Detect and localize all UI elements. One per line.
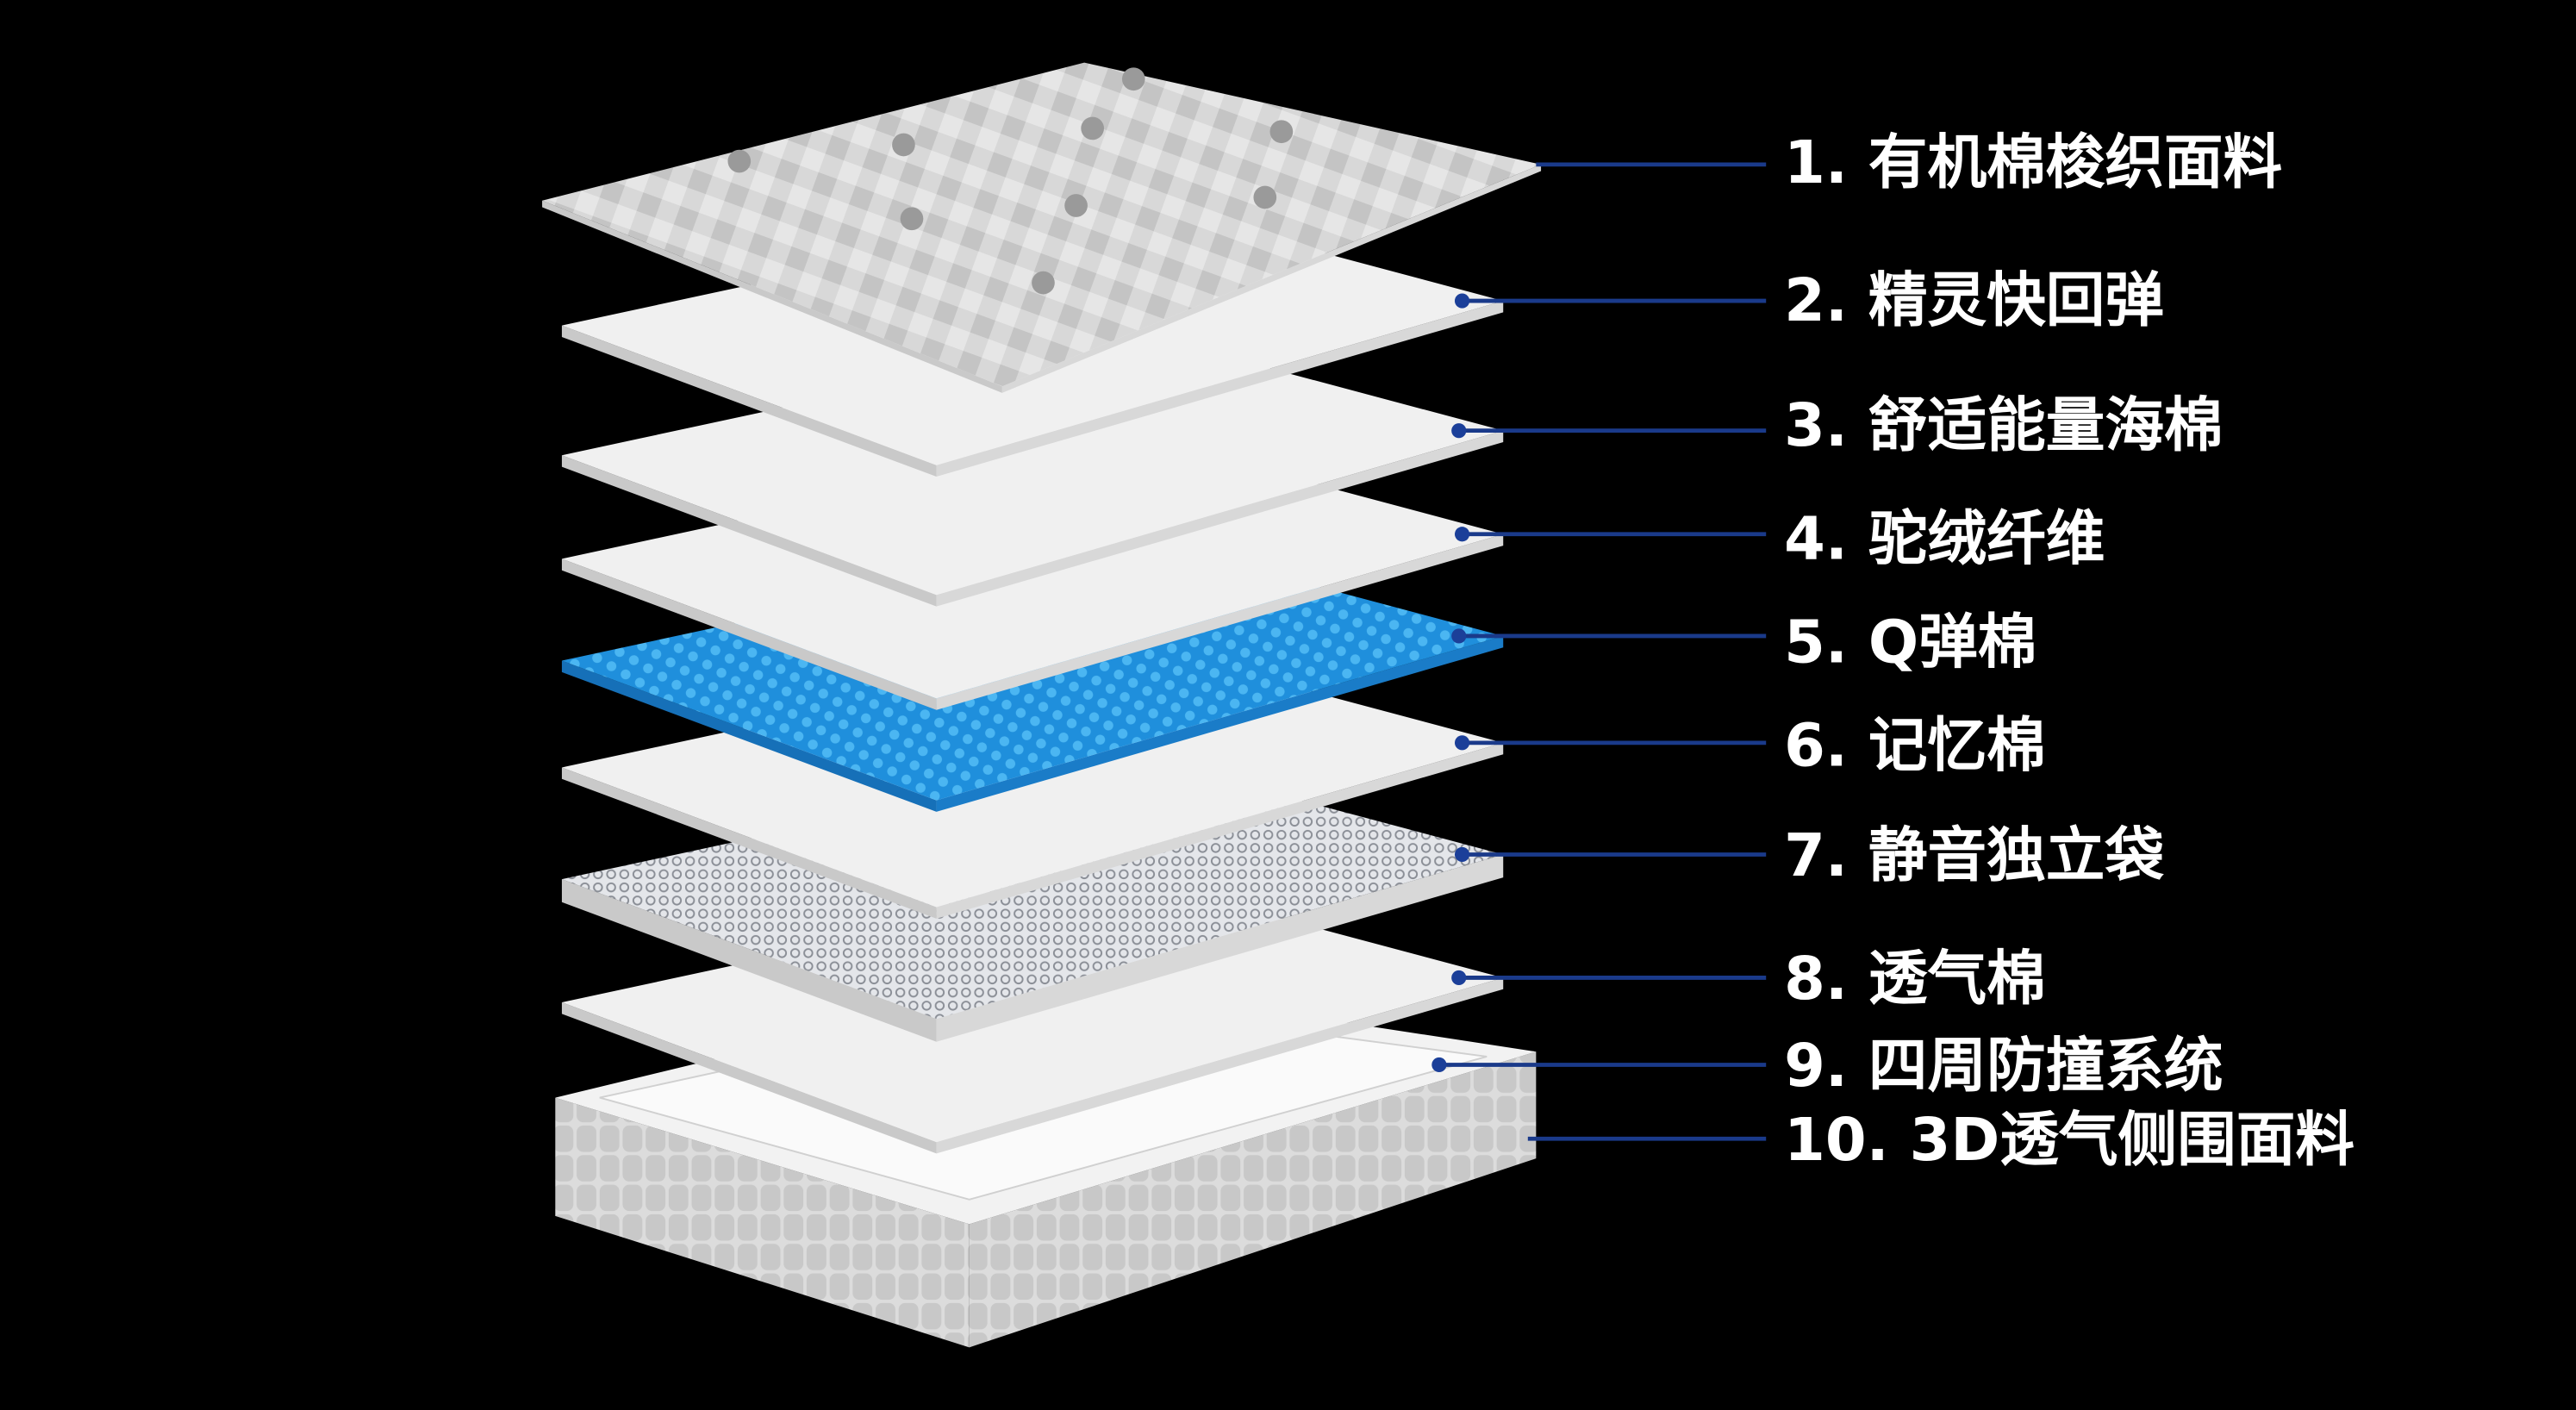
tuft-button: [900, 207, 924, 231]
tuft-button: [727, 149, 752, 173]
leader-dot-icon: [1451, 423, 1467, 439]
layer-label: 9. 四周防撞系统: [1784, 1032, 2223, 1101]
layer-label: 3. 舒适能量海棉: [1784, 391, 2223, 460]
leader-dot-icon: [1431, 1057, 1447, 1073]
layer-callout-2: 2. 精灵快回弹: [1454, 266, 2164, 335]
layer-callout-8: 8. 透气棉: [1451, 945, 2046, 1014]
layer-label: 10. 3D透气侧围面料: [1784, 1106, 2355, 1175]
layer-label: 8. 透气棉: [1784, 945, 2046, 1014]
layer-label: 1. 有机棉梭织面料: [1784, 128, 2282, 197]
leader-dot-icon: [1454, 527, 1470, 542]
layer-callout-4: 4. 驼绒纤维: [1454, 504, 2105, 573]
tuft-button: [892, 133, 915, 157]
tuft-button: [1121, 67, 1145, 91]
layer-label: 5. Q弹棉: [1784, 608, 2036, 677]
leader-dot-icon: [1454, 846, 1470, 863]
layer-callout-3: 3. 舒适能量海棉: [1451, 391, 2224, 460]
leader-dot-icon: [1451, 628, 1467, 644]
layer-label: 4. 驼绒纤维: [1784, 504, 2105, 573]
layer-callout-10: 10. 3D透气侧围面料: [1527, 1106, 2355, 1175]
tuft-button: [1081, 116, 1104, 140]
layer-callout-1: 1. 有机棉梭织面料: [1536, 128, 2282, 197]
layer-callout-6: 6. 记忆棉: [1454, 712, 2046, 781]
tuft-button: [1064, 194, 1088, 217]
leader-dot-icon: [1454, 293, 1470, 309]
layer-callout-7: 7. 静音独立袋: [1454, 821, 2164, 890]
tuft-button: [1253, 185, 1277, 209]
layer-label: 7. 静音独立袋: [1784, 821, 2164, 890]
layer-3: [561, 332, 1504, 607]
tuft-button: [1269, 120, 1294, 144]
layer-label: 6. 记忆棉: [1784, 712, 2046, 781]
layer-callout-9: 9. 四周防撞系统: [1431, 1032, 2224, 1101]
layer-1: [542, 62, 1542, 393]
leader-dot-icon: [1454, 735, 1470, 751]
leader-dot-icon: [1451, 970, 1467, 986]
tuft-button: [1032, 271, 1055, 295]
layer-label: 2. 精灵快回弹: [1784, 266, 2164, 335]
layer-callout-5: 5. Q弹棉: [1451, 608, 2036, 677]
